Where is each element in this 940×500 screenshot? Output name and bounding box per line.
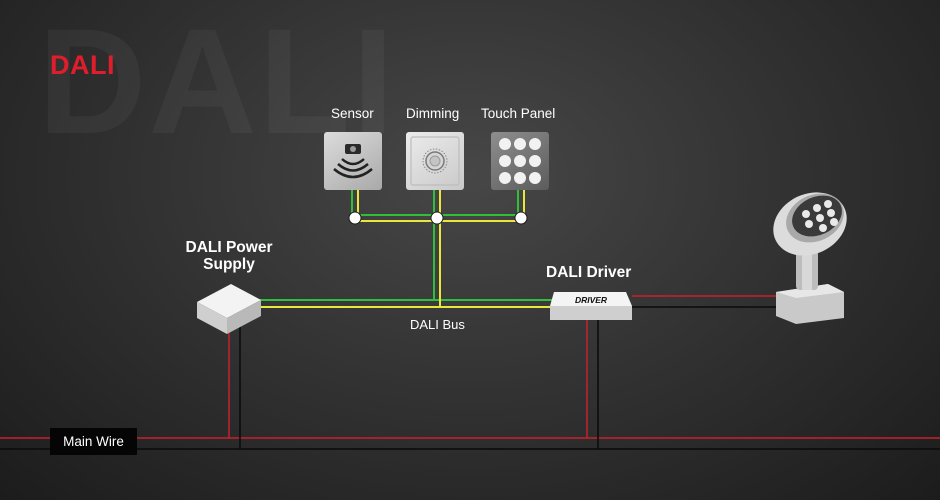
touch-buttons-icon: [499, 138, 541, 184]
brand-title: DALI: [50, 50, 115, 80]
driver-box: DRIVER: [548, 290, 634, 327]
dali-bus-label: DALI Bus: [410, 317, 465, 332]
touch-panel-device: [491, 132, 549, 190]
dimming-label: Dimming: [406, 106, 460, 121]
spotlight-luminaire: [762, 180, 852, 330]
junction-dot: [430, 211, 444, 225]
power-supply-box: [195, 280, 263, 341]
sensor-device: [324, 132, 382, 190]
sensor-label: Sensor: [331, 106, 374, 121]
watermark-text: DALI: [38, 6, 396, 156]
junction-dot: [348, 211, 362, 225]
junction-dot: [514, 211, 528, 225]
driver-box-text: DRIVER: [575, 295, 608, 305]
main-wire-label: Main Wire: [50, 428, 137, 455]
spotlight-icon: [773, 192, 847, 324]
driver-label: DALI Driver: [546, 264, 632, 281]
power-supply-label: DALI Power Supply: [185, 239, 273, 273]
sensor-icon: [333, 144, 373, 179]
power-supply-icon: [197, 284, 261, 334]
dimmer-knob-icon: [410, 136, 460, 186]
touch-panel-label: Touch Panel: [481, 106, 556, 121]
driver-icon: DRIVER: [550, 292, 632, 320]
dimmer-device: [406, 132, 464, 190]
